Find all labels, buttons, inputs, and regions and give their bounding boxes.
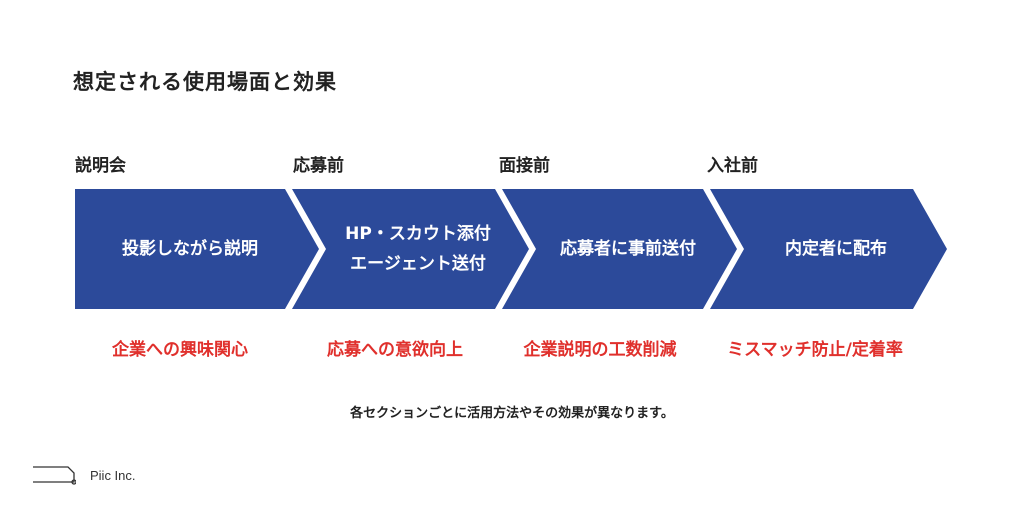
chevron-line: HP・スカウト添付 bbox=[345, 224, 491, 244]
logo-text: Piic Inc. bbox=[90, 467, 136, 483]
piic-logo-icon bbox=[33, 466, 76, 485]
chevron-line: 内定者に配布 bbox=[785, 239, 887, 259]
effect-pre-joining: ミスマッチ防止/定着率 bbox=[727, 340, 903, 360]
footnote: 各セクションごとに活用方法やその効果が異なります。 bbox=[350, 406, 674, 421]
stage-label-briefing: 説明会 bbox=[75, 156, 126, 176]
chevron-text-pre-joining: 内定者に配布 bbox=[736, 189, 936, 309]
effect-pre-interview: 企業説明の工数削減 bbox=[523, 340, 677, 360]
effect-briefing: 企業への興味関心 bbox=[112, 340, 248, 360]
chevron-text-briefing: 投影しながら説明 bbox=[75, 189, 305, 309]
chevron-text-pre-application: HP・スカウト添付 エージェント送付 bbox=[318, 189, 518, 309]
chevron-line: エージェント送付 bbox=[350, 254, 486, 274]
stage-label-pre-application: 応募前 bbox=[293, 156, 344, 176]
chevron-pre-interview bbox=[502, 189, 737, 309]
effect-pre-application: 応募への意欲向上 bbox=[327, 340, 463, 360]
page-title: 想定される使用場面と効果 bbox=[73, 70, 337, 94]
chevron-briefing bbox=[75, 189, 319, 309]
chevron-text-pre-interview: 応募者に事前送付 bbox=[528, 189, 728, 309]
stage-label-pre-joining: 入社前 bbox=[707, 156, 758, 176]
chevron-line: 投影しながら説明 bbox=[122, 239, 258, 259]
stage-label-pre-interview: 面接前 bbox=[499, 156, 550, 176]
company-logo: Piic Inc. bbox=[32, 465, 136, 485]
chevron-pre-application bbox=[292, 189, 529, 309]
chevron-line: 応募者に事前送付 bbox=[560, 239, 696, 259]
chevron-pre-joining bbox=[710, 189, 947, 309]
